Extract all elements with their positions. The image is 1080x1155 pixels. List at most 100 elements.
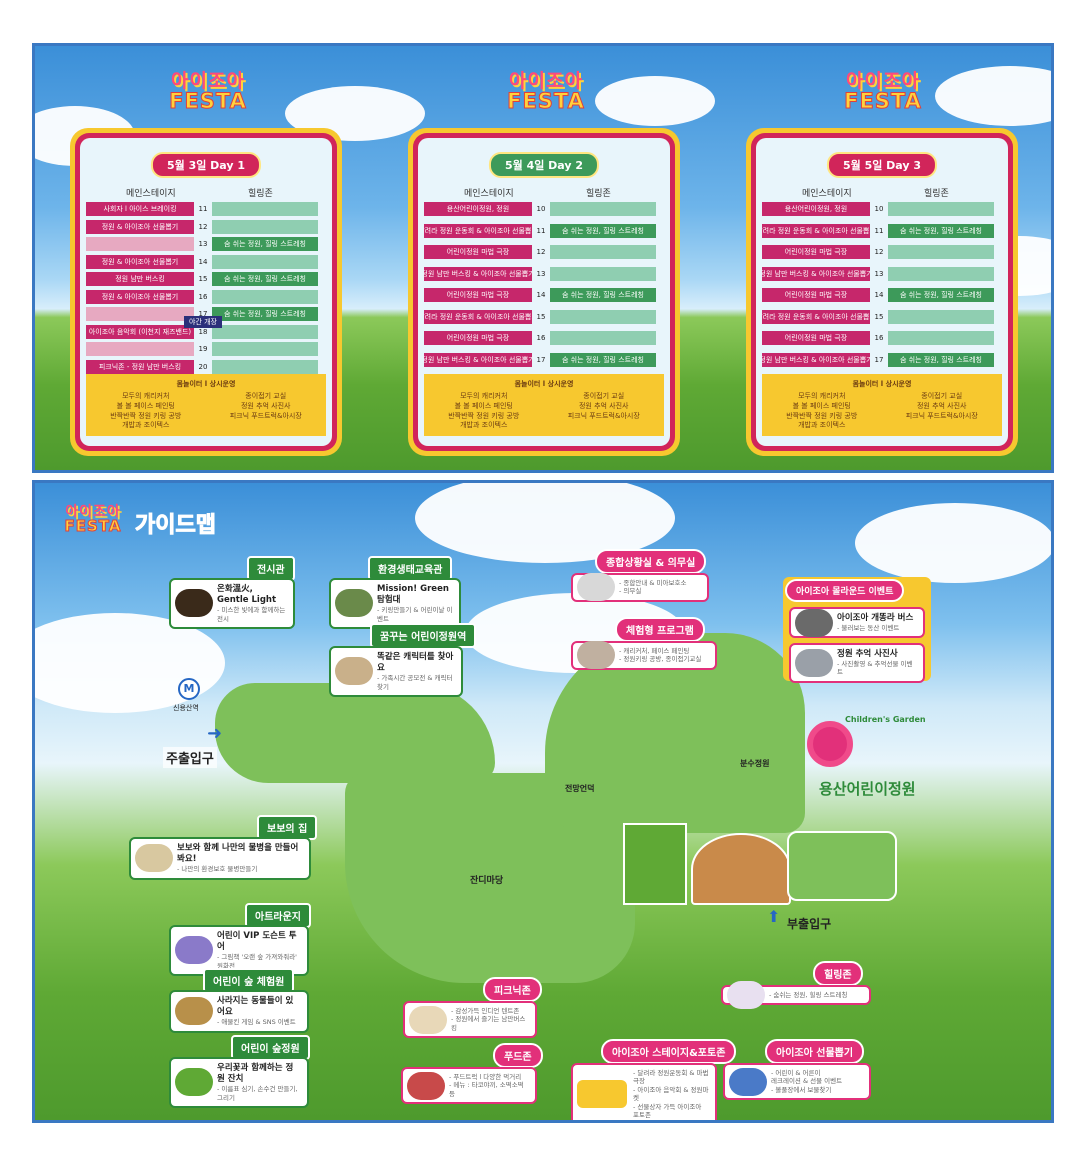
sub-entrance-label: 부출입구 [787,917,832,931]
always-open-item: 볼 볼 페이스 페인팅 [116,401,175,410]
tag-healing: 힐링존 [813,961,863,986]
schedule-hour: 10 [536,205,546,213]
tag-picnic: 피크닉존 [483,977,542,1002]
flower-icon [807,721,853,767]
thumbnail-image [175,1068,213,1097]
fountain-label: 분수정원 [740,759,770,768]
schedule-hour: 20 [198,362,208,371]
schedule-hour: 12 [536,248,546,256]
arrow-right-icon: ➜ [207,723,223,744]
arrow-up-icon: ⬆ [767,907,781,926]
soccer-field [623,823,687,905]
column-header-healing-zone: 힐링존 [248,189,273,199]
always-open-item: 반짝반짝 정원 키링 공방 [786,411,858,420]
bubble-info-center: - 종합안내 & 미아보호소 - 의무실 [571,573,709,602]
schedule-main-stage-cell: 정원 & 아이조아 선물뽑기 [86,219,194,234]
cloud [855,503,1051,583]
schedule-main-stage-cell: 어린이정원 마법 극장 [762,245,870,259]
schedule-healing-cell: 숨 쉬는 정원, 힐링 스트레칭 [550,223,656,238]
bubble-exhibition: 온화溫火, Gentle Light - 미스한 빛에과 함께하는 전시 [169,578,295,629]
tag-food: 푸드존 [493,1043,543,1068]
always-open-item: 볼 볼 페이스 페인팅 [454,401,513,410]
schedule-healing-cell [888,202,994,216]
schedule-main-stage-cell: 정원 남만 버스킹 & 아이조아 선물뽑기 [762,266,870,281]
tag-gift: 아이조아 선물뽑기 [765,1039,865,1064]
always-open-item: 정원 추억 사진사 [916,401,967,410]
schedule-healing-cell [888,245,994,259]
tag-experience: 체험형 프로그램 [615,617,705,642]
festa-gift-icon [577,1080,627,1109]
lawn-label: 잔디마당 [470,876,504,886]
schedule-main-stage-cell: 어린이정원 마법 극장 [762,288,870,302]
schedule-healing-cell [550,331,656,345]
schedule-main-stage-cell [86,237,194,251]
always-open-item: 종이접기 교실 [921,392,963,400]
schedule-hour: 16 [198,292,208,301]
thumbnail-image [175,589,213,618]
schedule-healing-cell [888,331,994,345]
tag-info-center: 종합상황실 & 의무실 [595,549,707,574]
thumbnail-image [795,648,833,677]
schedule-hour: 16 [536,334,546,342]
always-open-title: 몸놀이터 l 상시운영 [852,380,912,388]
schedule-healing-cell [212,254,318,269]
schedule-hour: 17 [874,355,884,364]
schedule-main-stage-cell [86,307,194,321]
schedule-main-stage-cell: 정원 남만 버스킹 & 아이조아 선물뽑기 [424,352,532,367]
map-land-west [215,683,495,783]
always-open-item: 모두의 캐리커처 [122,392,170,400]
tag-forest-exp: 어린이 숲 체험원 [203,968,295,993]
schedule-healing-cell: 숨 쉬는 정원, 힐링 스트레칭 [212,307,318,321]
schedule-main-stage-cell: 달려라 정원 운동회 & 아이조아 선물뽑기 [424,309,532,324]
column-header-main-stage: 메인스테이지 [464,189,514,199]
main-entrance-label: 주출입구 [163,747,217,768]
guide-map-title: 가이드맵 [135,513,217,539]
schedule-healing-cell: 숨 쉬는 정원, 힐링 스트레칭 [550,288,656,302]
always-open-title: 몸놀이터 l 상시운영 [514,380,574,388]
thumbnail-image [135,844,173,873]
always-open-item: 종이접기 교실 [583,392,625,400]
always-open-item: 모두의 캐리커처 [798,392,846,400]
schedule-healing-cell [212,342,318,356]
schedule-hour: 11 [536,226,546,235]
always-open-item: 피크닉 푸드트럭&아시장 [905,411,978,420]
observatory-label: 전망언덕 [565,784,595,793]
park-en-label: Children's Garden [845,715,926,724]
schedule-healing-cell [550,245,656,259]
tag-eco-center: 환경생태교육관 [368,556,453,581]
schedule-healing-cell [550,266,656,281]
schedule-hour: 14 [536,291,546,299]
thumbnail-image [335,589,373,618]
schedule-hour: 12 [874,248,884,256]
schedule-main-stage-cell: 정원 남만 버스킹 & 아이조아 선물뽑기 [762,352,870,367]
schedule-main-stage-cell: 용산어린이정원, 정원 [762,202,870,216]
schedule-hour: 11 [874,226,884,235]
schedule-hour: 13 [874,269,884,278]
schedule-healing-cell: 숨 쉬는 정원, 힐링 스트레칭 [212,237,318,251]
always-open-item: 정원 추억 사진사 [240,401,291,410]
cloud [595,76,715,126]
bubble-food: - 푸드트럭 l 다양한 먹거리 - 메뉴 : 타코야끼, 소떡소떡 등 [401,1067,537,1105]
always-open-item: 정원 추억 사진사 [578,401,629,410]
subway-label: 신용산역 [173,704,199,712]
always-open-item: 개밥과 조이텍스 [798,421,846,430]
schedule-healing-cell [212,202,318,216]
bubble-healing: - 숨쉬는 정원, 힐링 스트레칭 [721,981,871,1010]
bubble-roundup-bus: 아이조아 개똥라 버스 - 불러보는 동산 이벤트 [789,607,925,639]
schedule-hour: 15 [536,312,546,321]
thumbnail-image [577,641,615,670]
thumbnail-image [795,608,833,637]
always-open-item: 개밥과 조이텍스 [460,421,508,430]
schedule-hour: 16 [874,334,884,342]
thumbnail-image [729,1067,767,1096]
always-open-item: 개밥과 조이텍스 [122,421,170,430]
bubble-picnic: - 감성가득 인디언 텐트존 - 정원에서 즐기는 남만버스킹 [403,1001,537,1039]
